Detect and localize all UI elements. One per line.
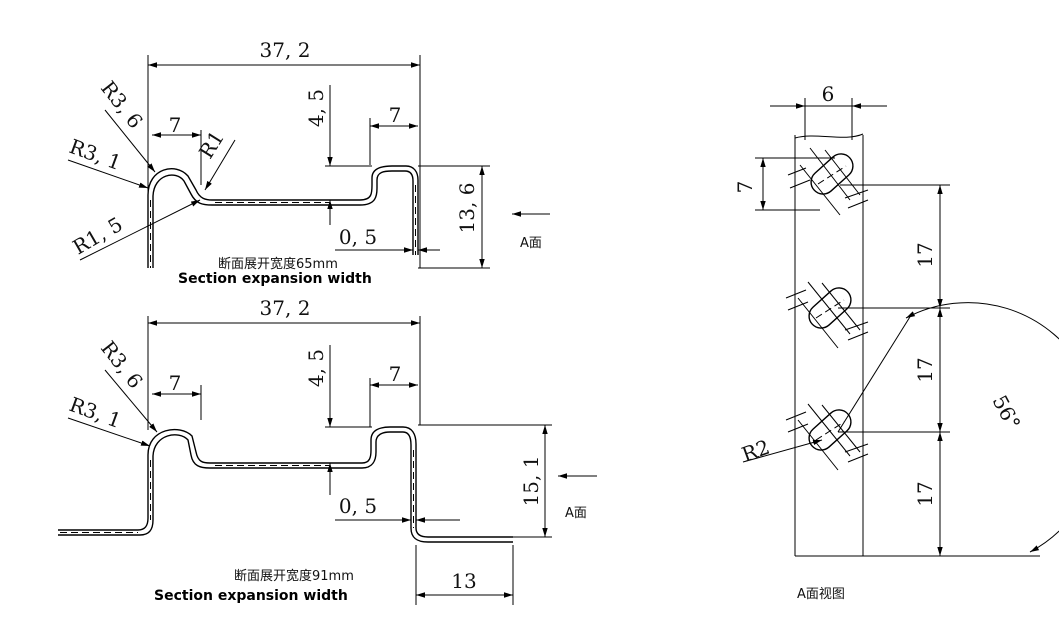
top-r36: R3, 6 [96, 76, 148, 133]
top-right-seven: 7 [389, 103, 402, 127]
top-profile-outline [147, 165, 419, 268]
bottom-caption-en: Section expansion width [154, 588, 348, 604]
bottom-left-seven: 7 [169, 371, 182, 395]
bottom-flange: 13 [451, 569, 476, 593]
slot-3 [785, 403, 869, 471]
bottom-thickness: 0, 5 [339, 494, 377, 518]
a-view-spacing-1: 17 [913, 242, 937, 267]
top-caption-en: Section expansion width [178, 271, 372, 287]
slot-2 [785, 281, 869, 349]
bottom-height: 15, 1 [519, 456, 543, 507]
top-width-dim: 37, 2 [260, 38, 311, 62]
top-r31: R3, 1 [66, 134, 124, 175]
top-profile: 37, 2 7 7 4, 5 13, 6 0, 5 R3, 6 [66, 38, 550, 287]
bottom-r36: R3, 6 [96, 336, 148, 393]
a-view-slot-height: 7 [733, 181, 757, 194]
bottom-profile: 37, 2 7 7 4, 5 15, 1 0, 5 13 [58, 296, 597, 605]
a-view-angle: 56° [988, 391, 1026, 434]
bottom-right-seven: 7 [389, 362, 402, 386]
bottom-depth: 4, 5 [304, 349, 328, 387]
a-view-title: A面视图 [797, 587, 845, 602]
top-view-label: A面 [520, 236, 542, 251]
bottom-caption-cn: 断面展开宽度91mm [234, 568, 354, 584]
top-height: 13, 6 [455, 183, 479, 234]
top-left-seven: 7 [169, 113, 182, 137]
bottom-profile-outline [58, 426, 513, 538]
top-caption-cn: 断面展开宽度65mm [218, 256, 338, 272]
a-view-slot-pitch: 6 [822, 82, 835, 106]
top-r15: R1, 5 [69, 212, 127, 259]
top-depth: 4, 5 [304, 89, 328, 127]
a-view-spacing-3: 17 [913, 481, 937, 506]
bottom-view-label: A面 [565, 506, 587, 521]
a-view-spacing-2: 17 [913, 357, 937, 382]
bottom-r31: R3, 1 [66, 392, 124, 433]
top-thickness: 0, 5 [339, 225, 377, 249]
slot-1 [787, 147, 869, 216]
a-view: 6 7 [733, 82, 1059, 602]
bottom-width-dim: 37, 2 [260, 296, 311, 320]
top-r1: R1 [194, 126, 229, 162]
